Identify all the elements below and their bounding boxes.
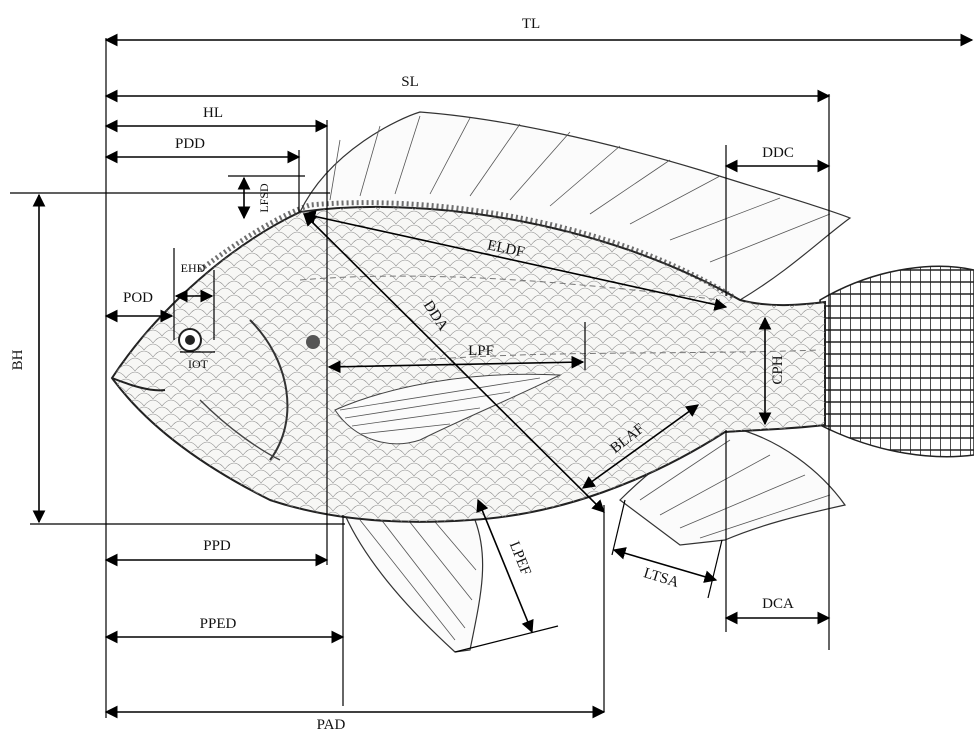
label-cph: CPH xyxy=(770,355,786,384)
label-lpef: LPEF xyxy=(506,539,534,577)
caudal-fin xyxy=(820,266,974,456)
label-pped: PPED xyxy=(200,616,237,632)
label-hl: HL xyxy=(203,105,223,121)
label-pod: POD xyxy=(123,290,153,306)
label-sl: SL xyxy=(401,74,419,90)
label-ltsa: LTSA xyxy=(642,565,681,591)
label-pad: PAD xyxy=(317,717,346,731)
ltsa-left-tick xyxy=(612,500,625,555)
ltsa-right-tick xyxy=(708,540,722,598)
label-iot: IOT xyxy=(188,357,209,371)
label-tl: TL xyxy=(522,16,540,32)
label-lfsd: LFSD xyxy=(257,183,271,213)
pelvic-fin xyxy=(345,512,483,652)
label-dca: DCA xyxy=(762,596,794,612)
eye-pupil xyxy=(185,335,195,345)
label-bh: BH xyxy=(10,349,26,370)
label-lpf: LPF xyxy=(468,343,494,359)
gill-spot xyxy=(306,335,320,349)
label-ehd: EHD xyxy=(181,261,206,275)
label-pdd: PDD xyxy=(175,136,205,152)
label-ddc: DDC xyxy=(762,145,794,161)
label-ppd: PPD xyxy=(203,538,231,554)
